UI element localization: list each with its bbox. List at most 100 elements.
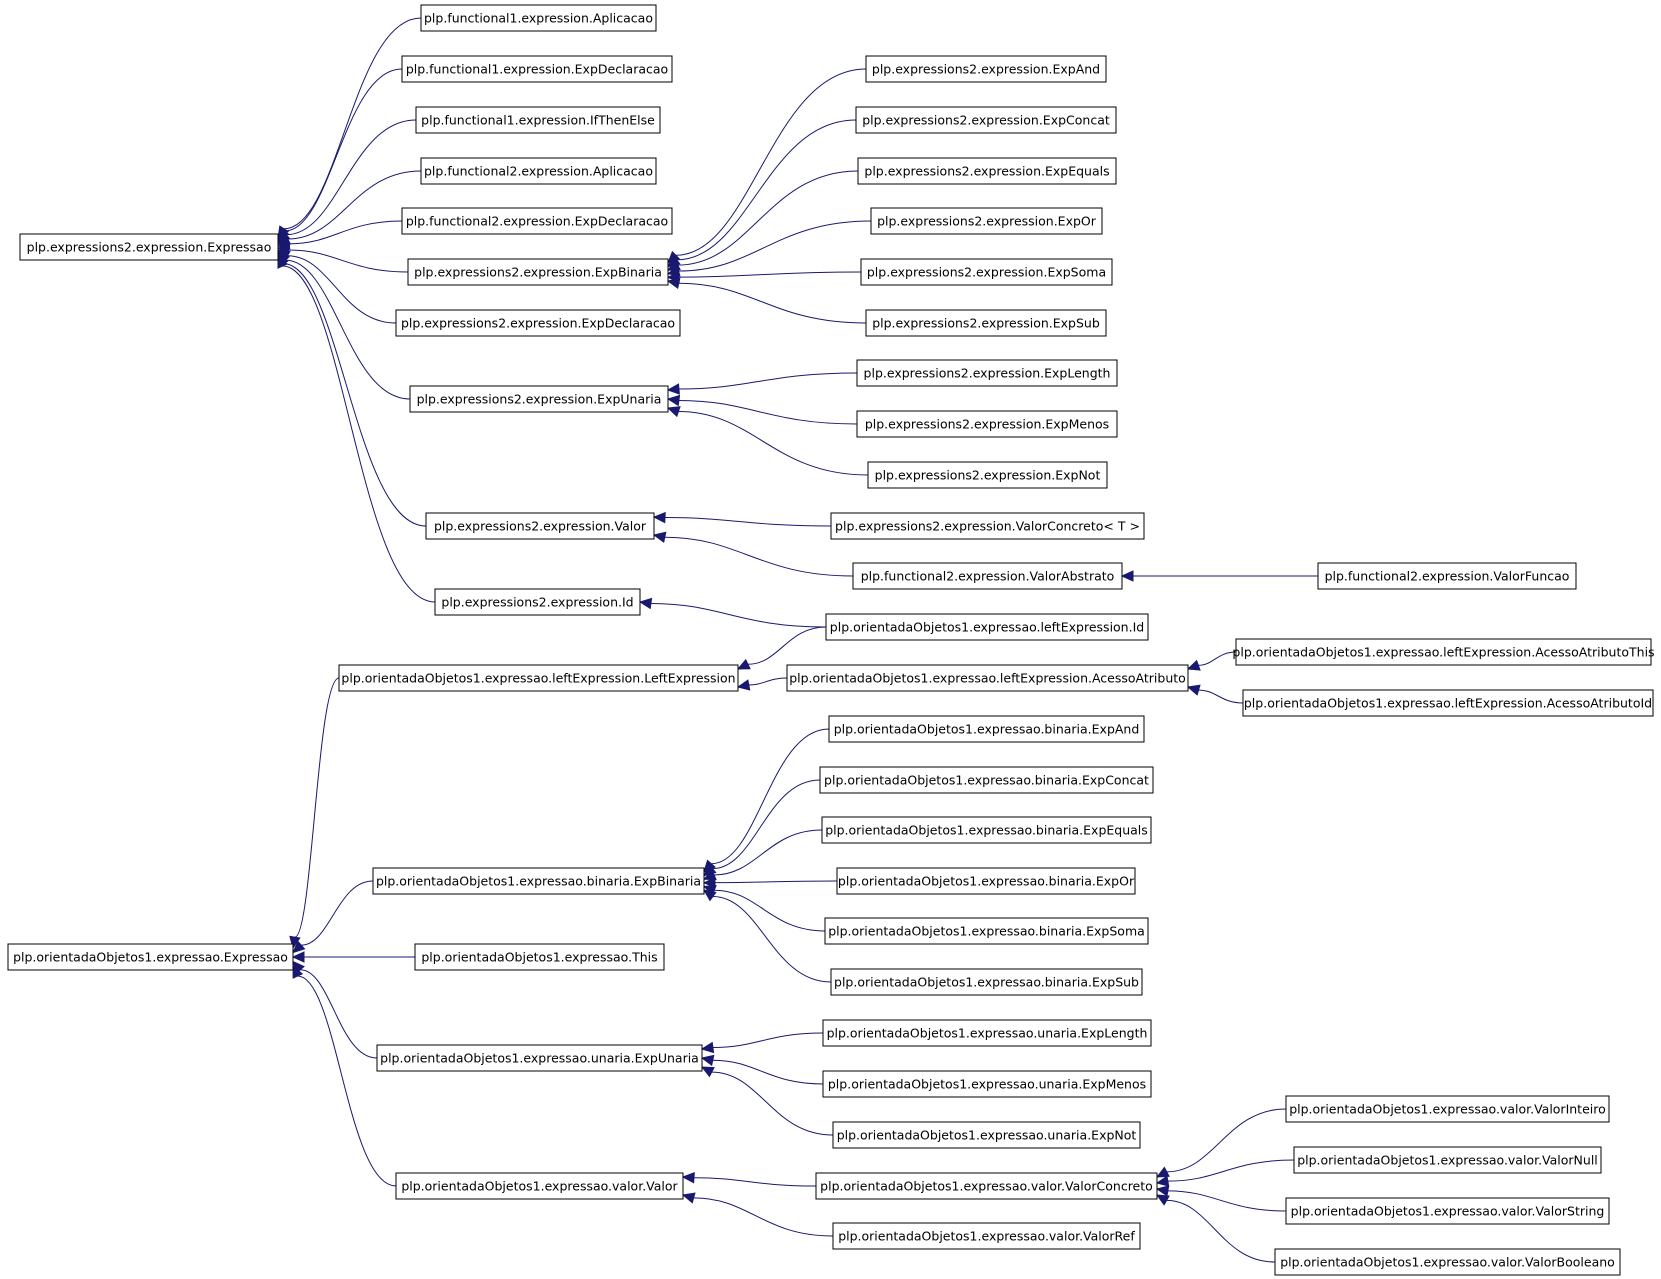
class-node-e2-expconcat[interactable]: plp.expressions2.expression.ExpConcat <box>855 106 1117 134</box>
class-node-oo-bin-expbinaria[interactable]: plp.orientadaObjetos1.expressao.binaria.… <box>372 867 705 895</box>
class-node-box <box>376 1044 703 1072</box>
class-node-oo-val-valorstring[interactable]: plp.orientadaObjetos1.expressao.valor.Va… <box>1285 1197 1610 1225</box>
class-node-e2-expequals[interactable]: plp.expressions2.expression.ExpEquals <box>857 157 1117 185</box>
class-node-oo-le-acessoatributo[interactable]: plp.orientadaObjetos1.expressao.leftExpr… <box>786 664 1189 692</box>
class-node-fe-aplicacao[interactable]: plp.functional1.expression.Aplicacao <box>420 4 657 32</box>
class-node-box <box>338 664 739 692</box>
edge-oo-bin-expconcat-to-oo-bin-expbinaria <box>712 779 821 870</box>
class-node-label: plp.orientadaObjetos1.expressao.valor.Va… <box>820 1179 1153 1194</box>
edge-oo-bin-expsub-to-oo-bin-expbinaria <box>712 895 832 983</box>
edge-oo-bin-expor-to-oo-bin-expbinaria <box>714 880 838 884</box>
edge-fe-aplicacao-to-e2-expressao <box>283 17 422 230</box>
edge-oo-bin-expbinaria-to-oo-expressao <box>301 880 374 946</box>
class-node-box <box>832 1222 1141 1250</box>
class-node-label: plp.orientadaObjetos1.expressao.binaria.… <box>828 924 1145 939</box>
arrowhead-e2-expsub-to-e2-expbinaria <box>666 277 681 290</box>
arrowhead-oo-le-acessoatributothis-to-oo-le-acessoatributo <box>1186 659 1201 671</box>
class-node-box <box>1285 1197 1610 1225</box>
class-node-e2-expnot[interactable]: plp.expressions2.expression.ExpNot <box>867 461 1108 489</box>
edge-oo-bin-expand-to-oo-bin-expbinaria <box>711 728 830 865</box>
class-node-oo-un-expunaria[interactable]: plp.orientadaObjetos1.expressao.unaria.E… <box>376 1044 703 1072</box>
class-node-oo-bin-expsub[interactable]: plp.orientadaObjetos1.expressao.binaria.… <box>830 968 1143 996</box>
class-node-f2-aplicacao[interactable]: plp.functional2.expression.Aplicacao <box>420 157 657 185</box>
class-node-f2-valorabstrato[interactable]: plp.functional2.expression.ValorAbstrato <box>852 562 1123 590</box>
class-node-box <box>420 157 657 185</box>
class-node-oo-val-valorref[interactable]: plp.orientadaObjetos1.expressao.valor.Va… <box>832 1222 1141 1250</box>
edge-oo-un-explength-to-oo-un-expunaria <box>712 1032 824 1049</box>
class-node-oo-val-valornull[interactable]: plp.orientadaObjetos1.expressao.valor.Va… <box>1293 1146 1602 1174</box>
class-node-e2-expor[interactable]: plp.expressions2.expression.ExpOr <box>870 207 1103 235</box>
class-node-e2-valorconcreto[interactable]: plp.expressions2.expression.ValorConcret… <box>830 512 1145 540</box>
class-node-e2-expbinaria[interactable]: plp.expressions2.expression.ExpBinaria <box>407 258 669 286</box>
class-node-label: plp.functional2.expression.Aplicacao <box>424 164 653 179</box>
class-node-oo-un-explength[interactable]: plp.orientadaObjetos1.expressao.unaria.E… <box>822 1019 1152 1047</box>
class-node-box <box>395 309 681 337</box>
class-node-oo-bin-expsoma[interactable]: plp.orientadaObjetos1.expressao.binaria.… <box>824 917 1149 945</box>
class-node-oo-expressao[interactable]: plp.orientadaObjetos1.expressao.Expressa… <box>7 943 294 971</box>
class-node-e2-expdeclaracao[interactable]: plp.expressions2.expression.ExpDeclaraca… <box>395 309 681 337</box>
class-node-fe-ifthenelse[interactable]: plp.functional1.expression.IfThenElse <box>415 106 661 134</box>
class-node-label: plp.orientadaObjetos1.expressao.unaria.E… <box>837 1128 1137 1143</box>
class-node-label: plp.expressions2.expression.Valor <box>434 519 647 534</box>
edge-fe-expdeclaracao-to-e2-expressao <box>284 68 403 232</box>
edge-e2-expunaria-to-e2-expressao <box>285 259 411 400</box>
class-node-f2-valorfuncao[interactable]: plp.functional2.expression.ValorFuncao <box>1317 562 1577 590</box>
class-node-label: plp.functional1.expression.Aplicacao <box>424 11 653 26</box>
class-node-label: plp.functional2.expression.ValorFuncao <box>1325 569 1570 584</box>
arrowhead-oo-bin-expequals-to-oo-bin-expbinaria <box>702 869 717 881</box>
class-node-box <box>815 1172 1158 1200</box>
class-node-e2-expsoma[interactable]: plp.expressions2.expression.ExpSoma <box>860 258 1113 286</box>
class-node-e2-valor[interactable]: plp.expressions2.expression.Valor <box>425 512 655 540</box>
arrowhead-e2-valorconcreto-to-e2-valor <box>652 511 666 524</box>
edge-e2-expmenos-to-e2-expunaria <box>678 399 858 425</box>
class-node-fe-expdeclaracao[interactable]: plp.functional1.expression.ExpDeclaracao <box>401 55 673 83</box>
class-node-e2-expmenos[interactable]: plp.expressions2.expression.ExpMenos <box>856 410 1118 438</box>
class-node-oo-le-leftexpression[interactable]: plp.orientadaObjetos1.expressao.leftExpr… <box>338 664 739 692</box>
class-node-oo-val-valorconcreto[interactable]: plp.orientadaObjetos1.expressao.valor.Va… <box>815 1172 1158 1200</box>
class-node-label: plp.orientadaObjetos1.expressao.valor.Va… <box>1289 1102 1606 1117</box>
class-node-oo-val-valor[interactable]: plp.orientadaObjetos1.expressao.valor.Va… <box>395 1172 684 1200</box>
class-node-oo-bin-expequals[interactable]: plp.orientadaObjetos1.expressao.binaria.… <box>821 816 1152 844</box>
class-node-e2-id[interactable]: plp.expressions2.expression.Id <box>434 588 641 616</box>
class-node-box <box>395 1172 684 1200</box>
class-node-oo-le-acessoatributoid[interactable]: plp.orientadaObjetos1.expressao.leftExpr… <box>1242 689 1654 717</box>
class-node-box <box>401 55 673 83</box>
class-node-oo-this[interactable]: plp.orientadaObjetos1.expressao.This <box>414 943 665 971</box>
edge-e2-valor-to-e2-expressao <box>283 263 427 527</box>
arrowhead-oo-le-id-to-e2-id <box>638 597 653 610</box>
class-node-oo-bin-expand[interactable]: plp.orientadaObjetos1.expressao.binaria.… <box>828 715 1145 743</box>
edge-oo-le-acessoatributoid-to-oo-le-acessoatributo <box>1198 689 1244 704</box>
edge-oo-un-expmenos-to-oo-un-expunaria <box>712 1059 824 1085</box>
class-node-box <box>1242 689 1654 717</box>
class-node-oo-le-id[interactable]: plp.orientadaObjetos1.expressao.leftExpr… <box>825 613 1149 641</box>
class-node-oo-bin-expor[interactable]: plp.orientadaObjetos1.expressao.binaria.… <box>836 867 1136 895</box>
class-node-oo-bin-expconcat[interactable]: plp.orientadaObjetos1.expressao.binaria.… <box>819 766 1154 794</box>
class-node-box <box>372 867 705 895</box>
class-node-e2-expsub[interactable]: plp.expressions2.expression.ExpSub <box>865 309 1107 337</box>
class-node-oo-val-valorbooleano[interactable]: plp.orientadaObjetos1.expressao.valor.Va… <box>1274 1248 1621 1276</box>
class-node-label: plp.expressions2.expression.ExpSub <box>872 316 1100 331</box>
edge-oo-val-valorconcreto-to-oo-val-valor <box>693 1177 817 1187</box>
arrowhead-oo-val-valor-to-oo-expressao <box>292 964 304 979</box>
class-node-e2-explength[interactable]: plp.expressions2.expression.ExpLength <box>856 359 1118 387</box>
class-node-label: plp.orientadaObjetos1.expressao.unaria.E… <box>827 1026 1148 1041</box>
class-node-oo-un-expnot[interactable]: plp.orientadaObjetos1.expressao.unaria.E… <box>832 1121 1141 1149</box>
class-node-label: plp.orientadaObjetos1.expressao.Expressa… <box>13 950 288 965</box>
class-node-e2-expressao[interactable]: plp.expressions2.expression.Expressao <box>19 233 279 261</box>
class-node-oo-val-valorinteiro[interactable]: plp.orientadaObjetos1.expressao.valor.Va… <box>1285 1095 1610 1123</box>
class-node-box <box>856 359 1118 387</box>
class-node-e2-expunaria[interactable]: plp.expressions2.expression.ExpUnaria <box>409 385 669 413</box>
class-node-e2-expand[interactable]: plp.expressions2.expression.ExpAnd <box>865 55 1107 83</box>
edge-e2-id-to-e2-expressao <box>282 265 436 603</box>
class-node-oo-un-expmenos[interactable]: plp.orientadaObjetos1.expressao.unaria.E… <box>822 1070 1152 1098</box>
class-node-oo-le-acessoatributothis[interactable]: plp.orientadaObjetos1.expressao.leftExpr… <box>1232 638 1655 666</box>
class-node-label: plp.orientadaObjetos1.expressao.This <box>421 950 657 965</box>
class-node-label: plp.orientadaObjetos1.expressao.unaria.E… <box>828 1077 1146 1092</box>
arrowhead-e2-expnot-to-e2-expunaria <box>666 406 681 418</box>
class-node-label: plp.expressions2.expression.ExpBinaria <box>414 265 662 280</box>
arrowhead-e2-explength-to-e2-expunaria <box>666 383 680 395</box>
class-node-f2-expdeclaracao[interactable]: plp.functional2.expression.ExpDeclaracao <box>401 207 673 235</box>
edge-e2-valorconcreto-to-e2-valor <box>664 517 832 527</box>
class-node-label: plp.expressions2.expression.ExpOr <box>877 214 1097 229</box>
